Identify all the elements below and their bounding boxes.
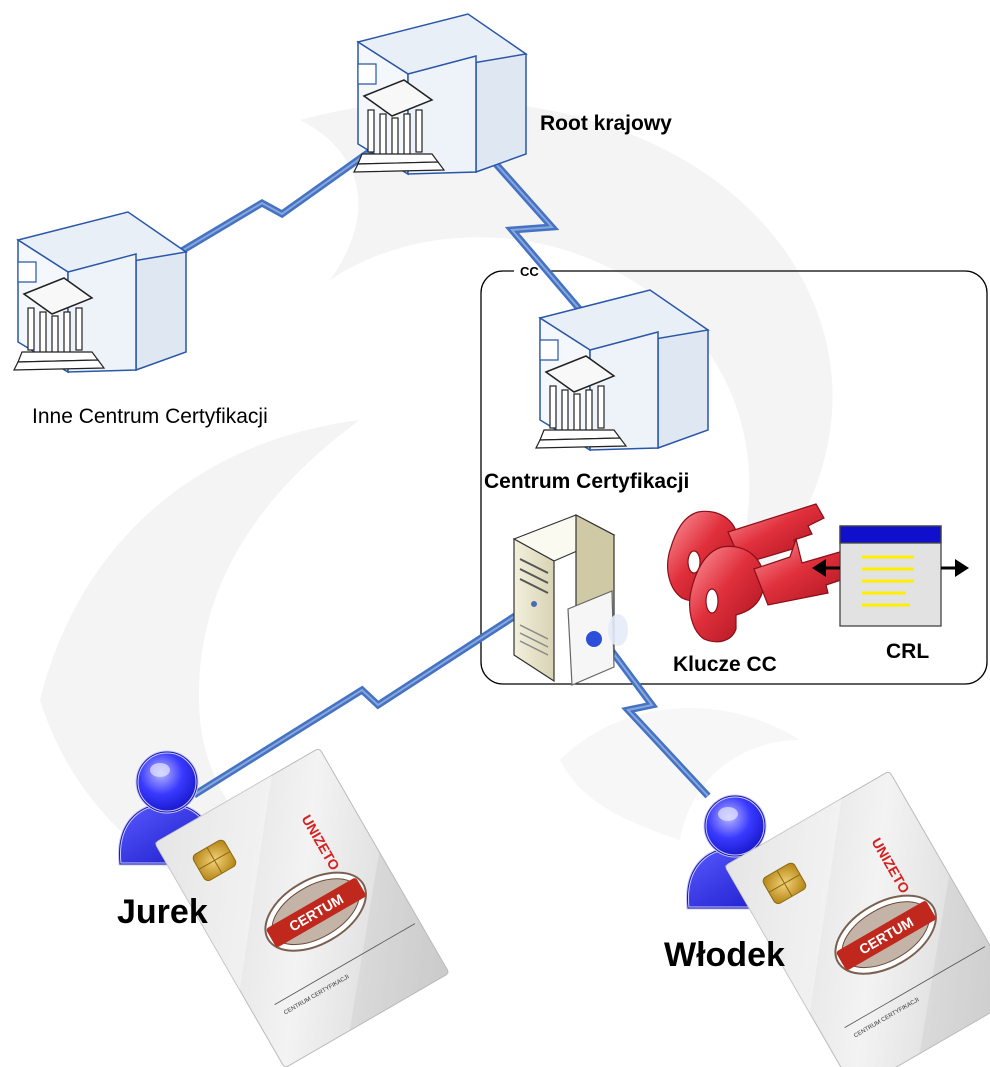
root-ca-label: Root krajowy: [540, 112, 672, 135]
crl-label: CRL: [886, 640, 929, 663]
link-ca-to-jurek: [192, 600, 537, 798]
user-jurek-label: Jurek: [117, 893, 208, 931]
cc-group-label: CC: [520, 264, 539, 279]
other-ca-label: Inne Centrum Certyfikacji: [32, 405, 268, 428]
ca-keys-icon: [667, 503, 859, 643]
server-icon: [512, 514, 628, 686]
crl-document-icon: [839, 525, 942, 627]
user-wlodek-label: Włodek: [664, 936, 785, 974]
root-ca-building-icon: [353, 13, 527, 175]
ca-label: Centrum Certyfikacji: [484, 470, 689, 493]
smart-card-jurek: UNIZETO CERTUM CENTRUM CERTYFIKACJI: [153, 746, 451, 1067]
crl-arrow-right-icon: [941, 559, 969, 577]
background-watermark: [40, 100, 833, 940]
ca-keys-label: Klucze CC: [673, 653, 777, 676]
ca-building-icon: [535, 289, 709, 451]
other-ca-building-icon: [13, 211, 187, 373]
smart-card-wlodek: UNIZETO CERTUM CENTRUM CERTYFIKACJI: [723, 769, 990, 1067]
crl-arrow-left-icon: [812, 559, 840, 577]
cc-group-box: [480, 270, 988, 685]
